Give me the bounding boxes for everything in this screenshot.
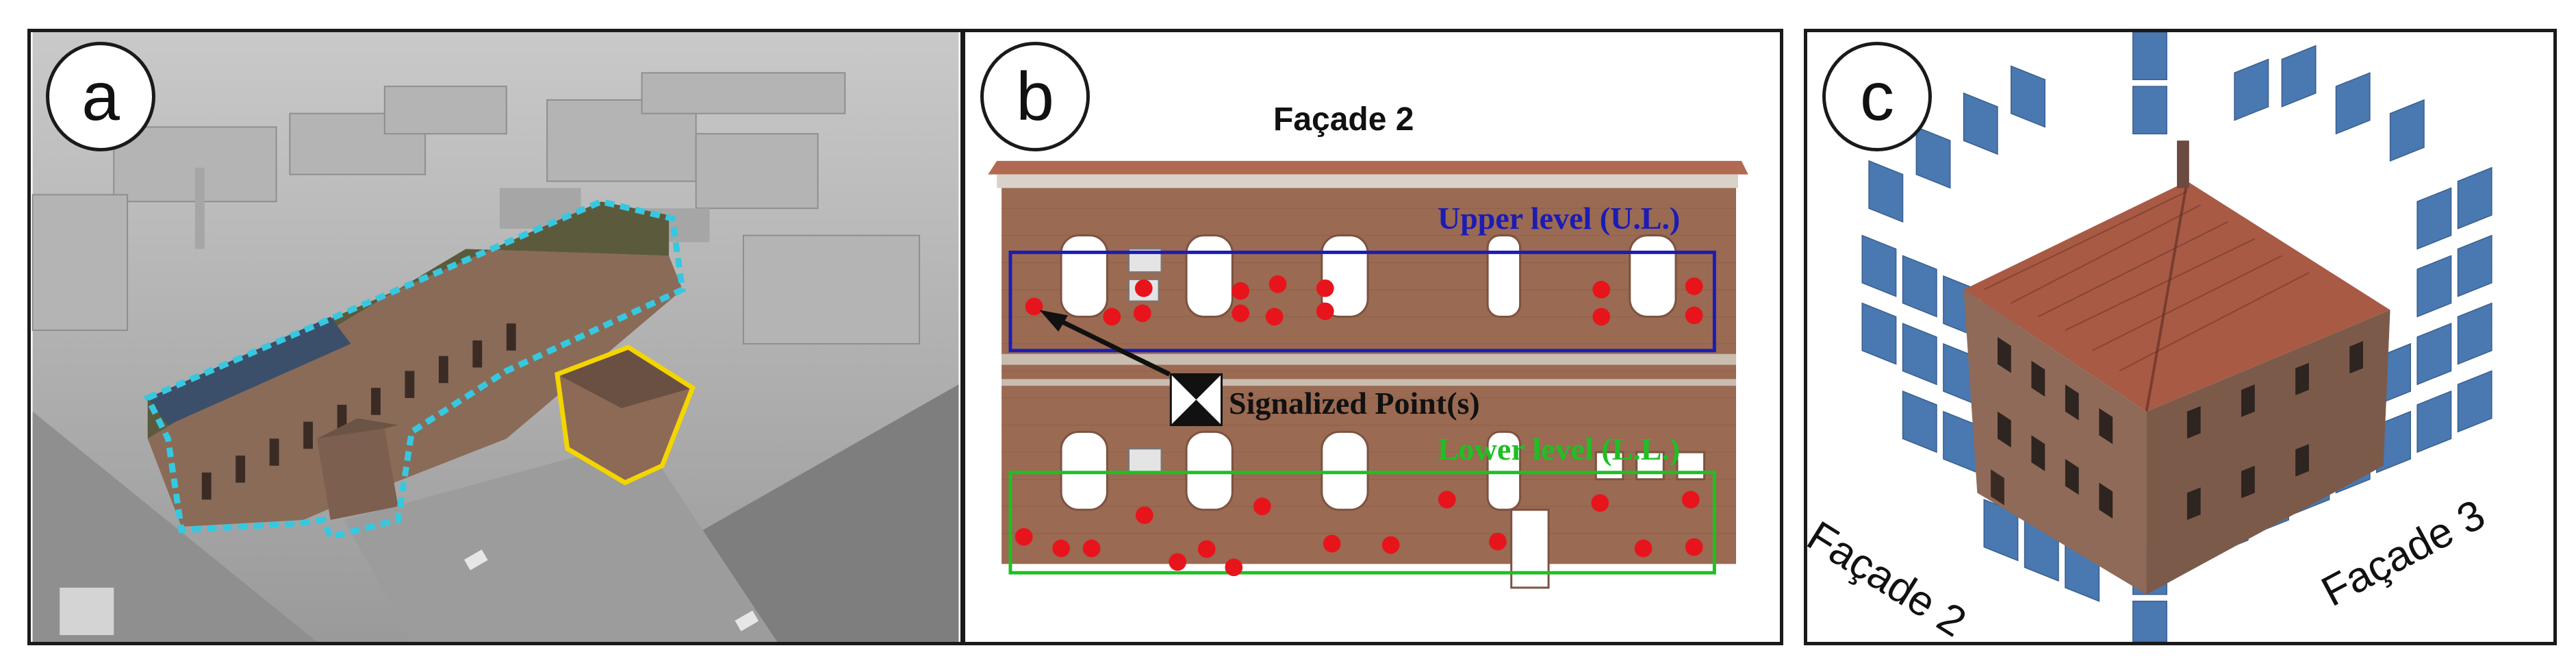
camera-network-3d	[1861, 32, 2492, 642]
panel-b-facade-orthophoto: b Façade 2 Upper level (U.L.) Signalized…	[962, 29, 1783, 645]
cyan-outline	[143, 198, 686, 540]
aerial-photo	[31, 32, 959, 642]
panel-letter-a: a	[46, 42, 155, 151]
panel-c-camera-network: c Façade 2 Façade 3	[1804, 29, 2557, 645]
yellow-outline	[554, 344, 696, 486]
panel-letter-c: c	[1822, 42, 1932, 151]
panel-letter-b: b	[980, 42, 1090, 151]
signalized-point-label: Signalized Point(s)	[1229, 386, 1480, 421]
facade-title: Façade 2	[1273, 101, 1414, 138]
panel-a-aerial-photo: a	[27, 29, 964, 645]
upper-level-box	[1008, 250, 1716, 353]
facade-elevation	[988, 160, 1748, 589]
lower-level-box	[1008, 471, 1716, 575]
signalized-point-icon	[1169, 373, 1223, 427]
lower-level-label: Lower level (L.L.)	[1438, 432, 1681, 466]
upper-points	[1025, 275, 1703, 326]
lower-points	[1015, 490, 1703, 577]
upper-level-label: Upper level (U.L.)	[1438, 201, 1681, 236]
